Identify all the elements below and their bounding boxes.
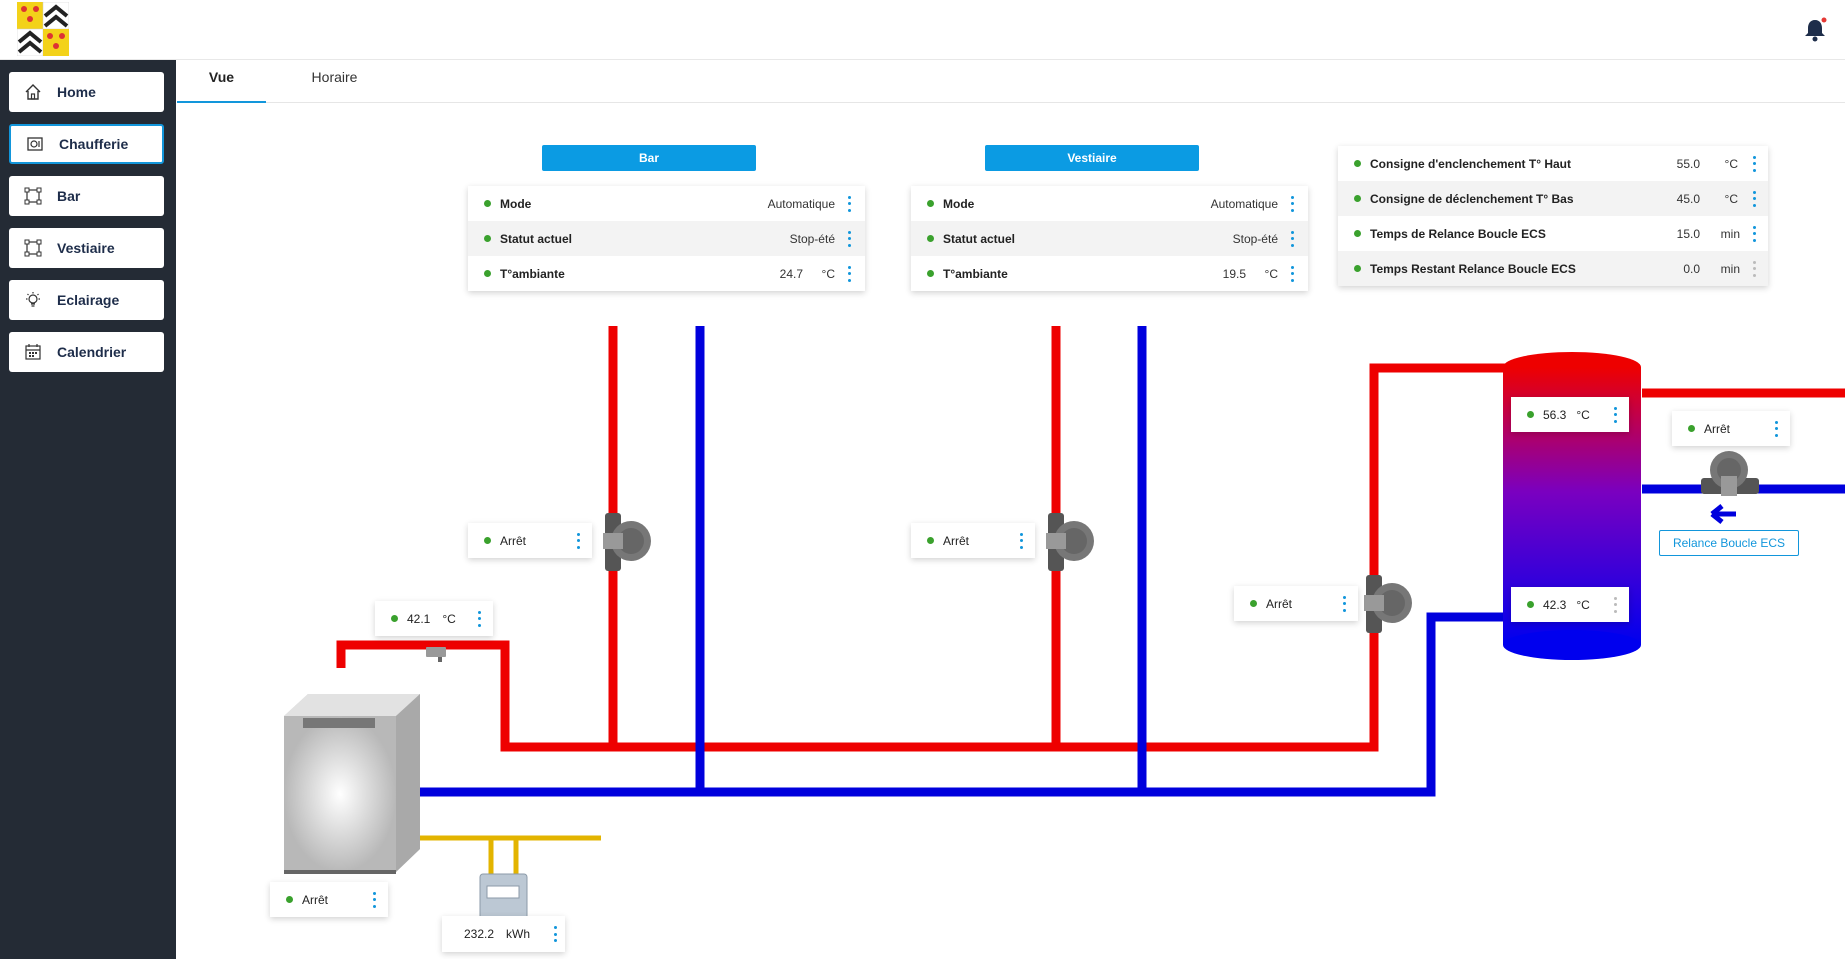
sidebar-item-vestiaire[interactable]: Vestiaire	[9, 228, 164, 268]
home-icon	[23, 82, 43, 102]
pump-status-vestiaire: Arrêt	[911, 523, 1035, 558]
flow-arrow	[1710, 504, 1736, 524]
tank-bottom-temperature: 42.3 °C	[1511, 587, 1629, 622]
status-dot	[1527, 601, 1534, 608]
status-dot	[1354, 160, 1361, 167]
temperature-sensor	[426, 647, 446, 662]
more-options-icon[interactable]	[1019, 532, 1023, 549]
ecs-settings-card: Consigne d'enclenchement T° Haut 55.0 °C…	[1338, 146, 1768, 286]
more-options-icon[interactable]	[847, 195, 851, 212]
boiler-status: Arrêt	[270, 882, 388, 917]
gas-meter	[479, 873, 528, 921]
relance-boucle-ecs-button[interactable]: Relance Boucle ECS	[1659, 530, 1799, 556]
status-dot	[1354, 265, 1361, 272]
status-dot	[286, 896, 293, 903]
status-dot	[927, 270, 934, 277]
zone-card-bar: Mode Automatique Statut actuel Stop-été …	[468, 186, 865, 291]
more-options-icon[interactable]	[1342, 595, 1346, 612]
more-options-icon[interactable]	[1774, 420, 1778, 437]
coat-of-arms-logo[interactable]	[17, 2, 69, 56]
tab-vue[interactable]: Vue	[177, 60, 266, 103]
status-dot	[1688, 425, 1695, 432]
more-options-icon[interactable]	[372, 891, 376, 908]
boiler	[284, 694, 420, 874]
more-options-icon[interactable]	[553, 926, 557, 942]
zone-card-vestiaire: Mode Automatique Statut actuel Stop-été …	[911, 186, 1308, 291]
sidebar: Home Chaufferie Bar Vestiaire Eclairage …	[0, 60, 176, 959]
sidebar-item-label: Eclairage	[57, 292, 120, 308]
tank-top-temperature: 56.3 °C	[1511, 397, 1629, 432]
more-options-icon[interactable]	[847, 230, 851, 247]
more-options-icon[interactable]	[847, 265, 851, 282]
more-options-icon[interactable]	[477, 610, 481, 627]
more-options-icon[interactable]	[1613, 406, 1617, 423]
more-options-icon	[1613, 596, 1617, 613]
zone-header-bar[interactable]: Bar	[542, 145, 756, 171]
more-options-icon[interactable]	[1290, 265, 1294, 282]
more-options-icon[interactable]	[1752, 190, 1756, 207]
circulator-pump-relance	[1701, 451, 1759, 496]
status-dot	[484, 200, 491, 207]
more-options-icon[interactable]	[1752, 155, 1756, 172]
zone-row-temperature: T°ambiante 19.5 °C	[911, 256, 1308, 291]
more-options-icon[interactable]	[1752, 225, 1756, 242]
status-dot	[927, 235, 934, 242]
ecs-row-high-setpoint: Consigne d'enclenchement T° Haut 55.0 °C	[1338, 146, 1768, 181]
bulb-icon	[23, 290, 43, 310]
circulator-pump-ecs	[1364, 575, 1412, 633]
gas-pipe	[420, 835, 601, 874]
synoptic-canvas: Bar Vestiaire Mode Automatique Statut ac…	[176, 104, 1845, 959]
status-dot	[927, 200, 934, 207]
zone-row-temperature: T°ambiante 24.7 °C	[468, 256, 865, 291]
zone-row-mode: Mode Automatique	[911, 186, 1308, 221]
status-dot	[484, 235, 491, 242]
more-options-icon[interactable]	[1290, 230, 1294, 247]
tab-horaire[interactable]: Horaire	[311, 69, 358, 85]
zone-row-status: Statut actuel Stop-été	[911, 221, 1308, 256]
sidebar-item-label: Calendrier	[57, 344, 127, 360]
calendar-icon	[23, 342, 43, 362]
status-dot	[927, 537, 934, 544]
sidebar-item-eclairage[interactable]: Eclairage	[9, 280, 164, 320]
sidebar-item-label: Chaufferie	[59, 136, 129, 152]
sidebar-item-label: Home	[57, 84, 96, 100]
status-dot	[1354, 230, 1361, 237]
ecs-row-relance-time: Temps de Relance Boucle ECS 15.0 min	[1338, 216, 1768, 251]
zone-row-status: Statut actuel Stop-été	[468, 221, 865, 256]
more-options-icon[interactable]	[576, 532, 580, 549]
boiler-icon	[25, 134, 45, 154]
sidebar-item-label: Bar	[57, 188, 81, 204]
more-options-icon	[1752, 260, 1756, 277]
pump-status-ecs: Arrêt	[1234, 586, 1358, 621]
boiler-flow-temperature: 42.1 °C	[375, 601, 493, 636]
tab-bar: Vue Horaire	[177, 60, 1845, 103]
status-dot	[1527, 411, 1534, 418]
bell-icon[interactable]	[1802, 17, 1828, 43]
status-dot	[484, 537, 491, 544]
sidebar-item-bar[interactable]: Bar	[9, 176, 164, 216]
zone-header-vestiaire[interactable]: Vestiaire	[985, 145, 1199, 171]
zone-icon	[23, 186, 43, 206]
status-dot	[391, 615, 398, 622]
zone-row-mode: Mode Automatique	[468, 186, 865, 221]
ecs-row-remaining-time: Temps Restant Relance Boucle ECS 0.0 min	[1338, 251, 1768, 286]
top-bar	[0, 0, 1845, 60]
circulator-pump-bar	[603, 513, 651, 571]
status-dot	[1250, 600, 1257, 607]
pump-status-relance: Arrêt	[1672, 411, 1790, 446]
circulator-pump-vestiaire	[1046, 513, 1094, 571]
sidebar-item-home[interactable]: Home	[9, 72, 164, 112]
pump-status-bar: Arrêt	[468, 523, 592, 558]
status-dot	[484, 270, 491, 277]
status-dot	[1354, 195, 1361, 202]
more-options-icon[interactable]	[1290, 195, 1294, 212]
gas-meter-reading: 232.2 kWh	[442, 916, 565, 952]
ecs-row-low-setpoint: Consigne de déclenchement T° Bas 45.0 °C	[1338, 181, 1768, 216]
sidebar-item-chaufferie[interactable]: Chaufferie	[9, 124, 164, 164]
zone-icon	[23, 238, 43, 258]
sidebar-item-label: Vestiaire	[57, 240, 115, 256]
sidebar-item-calendrier[interactable]: Calendrier	[9, 332, 164, 372]
